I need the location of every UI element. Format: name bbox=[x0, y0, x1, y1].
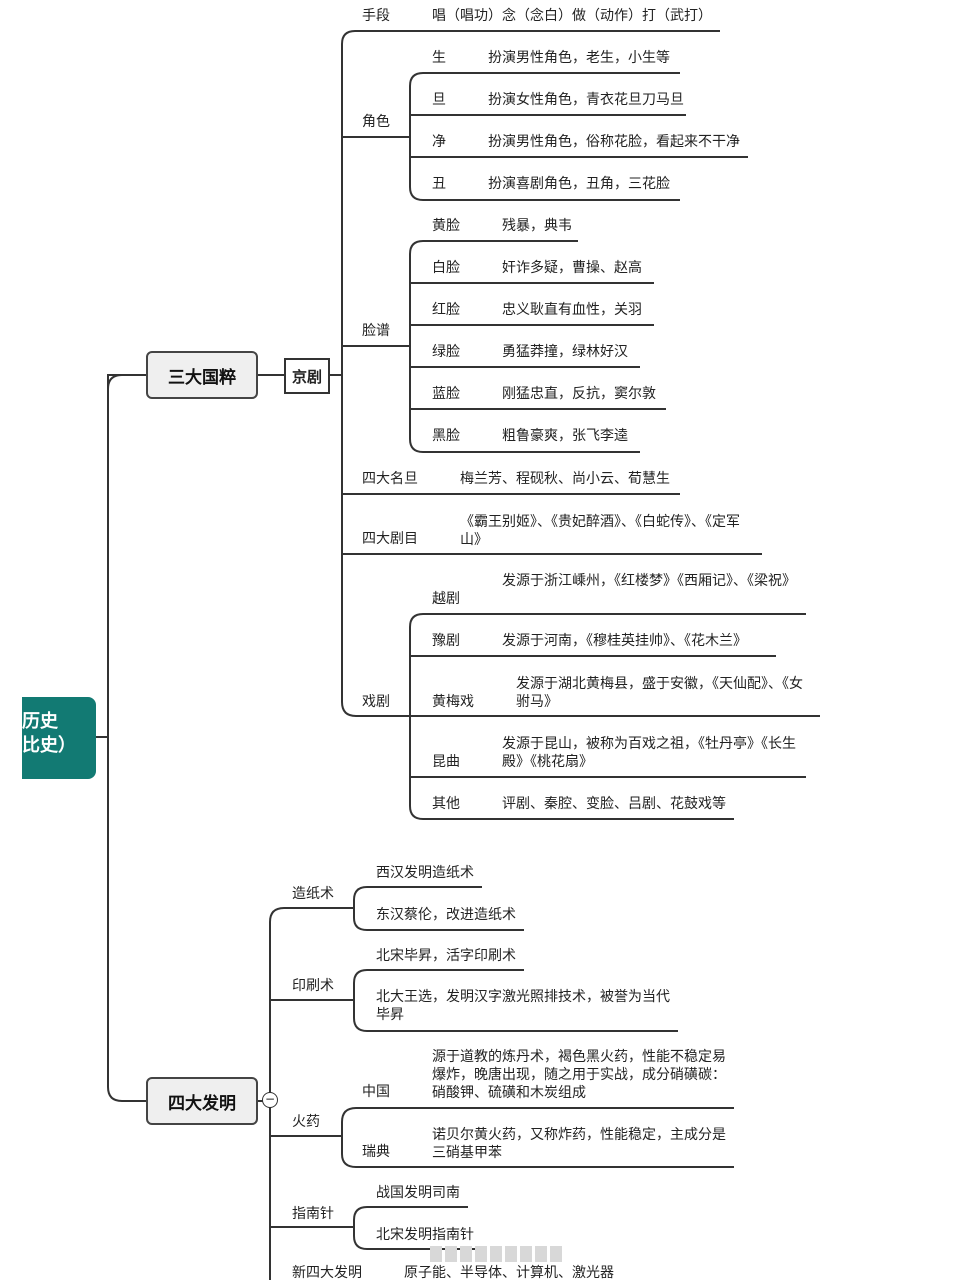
text-jumu: 《霸王别姬》、《贵妃醉酒》、《白蛇传》、《定军山》 bbox=[460, 514, 740, 548]
role-desc: 扮演喜剧角色，丑角，三花脸 bbox=[488, 176, 670, 192]
opera-desc: 评剧、秦腔、变脸、吕剧、花鼓戏等 bbox=[502, 796, 726, 812]
root-label-line2: 比史） bbox=[22, 735, 76, 756]
gunpowder-key: 瑞典 bbox=[362, 1144, 390, 1160]
mask-desc: 忠义耿直有血性，关羽 bbox=[502, 302, 642, 318]
mask-desc: 勇猛莽撞，绿林好汉 bbox=[502, 344, 628, 360]
gunpowder-desc: 源于道教的炼丹术，褐色黑火药，性能不稳定易爆炸，晚唐出现，随之用于实战，成分硝磺… bbox=[432, 1049, 726, 1101]
role-key: 丑 bbox=[432, 176, 446, 192]
role-desc: 扮演男性角色，俗称花脸，看起来不干净 bbox=[488, 134, 740, 150]
label-mingdan: 四大名旦 bbox=[362, 471, 418, 487]
role-desc: 扮演女性角色，青衣花旦刀马旦 bbox=[488, 92, 684, 108]
opera-key: 昆曲 bbox=[432, 754, 460, 770]
mask-key: 黄脸 bbox=[432, 218, 460, 234]
label-xiju: 戏剧 bbox=[362, 694, 390, 710]
root-label-line1: 历史 bbox=[22, 711, 58, 732]
invention-item: 战国发明司南 bbox=[376, 1185, 460, 1201]
label-shouduan: 手段 bbox=[362, 8, 390, 24]
mask-key: 黑脸 bbox=[432, 428, 460, 444]
mask-key: 白脸 bbox=[432, 260, 460, 276]
label-zhinanzhen: 指南针 bbox=[292, 1206, 334, 1222]
gunpowder-key: 中国 bbox=[362, 1084, 390, 1100]
branch-faming[interactable]: 四大发明 bbox=[146, 1077, 258, 1125]
label-xinsida: 新四大发明 bbox=[292, 1265, 362, 1281]
opera-desc: 发源于湖北黄梅县，盛于安徽，《天仙配》、《女驸马》 bbox=[516, 676, 803, 710]
invention-item: 西汉发明造纸术 bbox=[376, 865, 474, 881]
role-key: 旦 bbox=[432, 92, 446, 108]
gunpowder-desc: 诺贝尔黄火药，又称炸药，性能稳定，主成分是三硝基甲苯 bbox=[432, 1127, 726, 1161]
collapse-toggle-icon[interactable]: − bbox=[262, 1092, 278, 1108]
mask-key: 红脸 bbox=[432, 302, 460, 318]
invention-item: 北大王选，发明汉字激光照排技术，被誉为当代毕昇 bbox=[376, 989, 670, 1023]
opera-desc: 发源于昆山，被称为百戏之祖，《牡丹亭》《长生殿》《桃花扇》 bbox=[502, 736, 796, 770]
opera-key: 其他 bbox=[432, 796, 460, 812]
label-huoyao: 火药 bbox=[292, 1114, 320, 1130]
watermark-blocks bbox=[430, 1246, 580, 1264]
opera-key: 豫剧 bbox=[432, 633, 460, 649]
branch-guocui[interactable]: 三大国粹 bbox=[146, 351, 258, 399]
role-key: 生 bbox=[432, 50, 446, 66]
mask-key: 绿脸 bbox=[432, 344, 460, 360]
mask-desc: 刚猛忠直，反抗，窦尔敦 bbox=[502, 386, 656, 402]
mask-desc: 奸诈多疑，曹操、赵高 bbox=[502, 260, 642, 276]
mask-key: 蓝脸 bbox=[432, 386, 460, 402]
opera-desc: 发源于浙江嵊州，《红楼梦》《西厢记》、《梁祝》 bbox=[502, 573, 796, 589]
node-jingju[interactable]: 京剧 bbox=[284, 358, 330, 394]
text-xinsida: 原子能、半导体、计算机、激光器 bbox=[404, 1265, 614, 1281]
invention-item: 北宋发明指南针 bbox=[376, 1227, 474, 1243]
label-jumu: 四大剧目 bbox=[362, 531, 418, 547]
root-node[interactable]: 历史 比史） bbox=[22, 697, 96, 779]
opera-key: 越剧 bbox=[432, 591, 460, 607]
text-shouduan: 唱（唱功）念（念白）做（动作）打（武打） bbox=[432, 8, 712, 24]
invention-item: 东汉蔡伦，改进造纸术 bbox=[376, 907, 516, 923]
mask-desc: 残暴，典韦 bbox=[502, 218, 572, 234]
role-key: 净 bbox=[432, 134, 446, 150]
invention-item: 北宋毕昇，活字印刷术 bbox=[376, 948, 516, 964]
role-desc: 扮演男性角色，老生，小生等 bbox=[488, 50, 670, 66]
mask-desc: 粗鲁豪爽，张飞李逵 bbox=[502, 428, 628, 444]
label-jiaose: 角色 bbox=[362, 114, 390, 130]
label-lianpu: 脸谱 bbox=[362, 323, 390, 339]
label-yinshua: 印刷术 bbox=[292, 978, 334, 994]
text-mingdan: 梅兰芳、程砚秋、尚小云、荀慧生 bbox=[460, 471, 670, 487]
opera-desc: 发源于河南，《穆桂英挂帅》、《花木兰》 bbox=[502, 633, 747, 649]
label-zaozhi: 造纸术 bbox=[292, 886, 334, 902]
opera-key: 黄梅戏 bbox=[432, 694, 474, 710]
